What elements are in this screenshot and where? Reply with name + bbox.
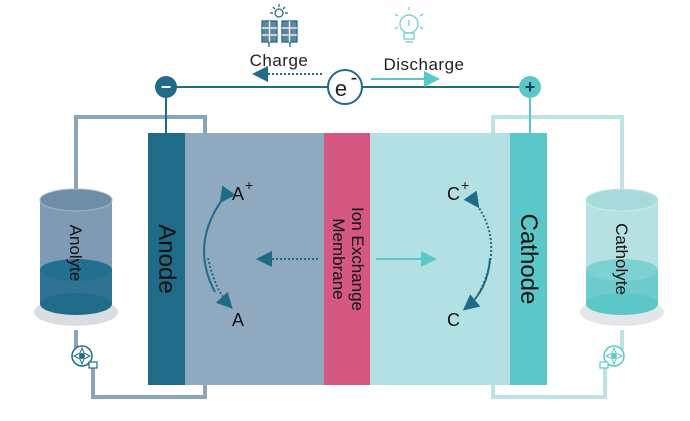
c-plus-charge: +	[461, 177, 469, 193]
anode-oxidation-arrow	[203, 185, 236, 293]
anolyte-tank	[34, 188, 118, 326]
light-bulb-icon	[394, 7, 424, 43]
cathode-electrode	[510, 133, 547, 385]
plus-sign: +	[525, 77, 536, 97]
solar-panel-icon	[261, 4, 298, 47]
cathode-label: Cathode	[515, 214, 542, 305]
anolyte-label: Anolyte	[66, 225, 85, 282]
catholyte-pipe	[491, 115, 624, 399]
anode-label: Anode	[153, 224, 180, 293]
c-plus-label: C	[447, 184, 460, 204]
catholyte-label: Catholyte	[612, 223, 631, 295]
anolyte-pump-icon	[71, 345, 98, 369]
electron-marker: e -	[327, 67, 363, 105]
catholyte-tank	[580, 188, 664, 326]
a-plus-label: A	[232, 184, 244, 204]
positive-terminal: +	[519, 76, 541, 98]
negative-terminal: −	[155, 76, 177, 98]
cathode-reduction-arrow	[463, 190, 493, 296]
minus-sign: −	[161, 77, 172, 97]
membrane-label-line2: Membrane	[329, 218, 348, 299]
discharge-label: Discharge	[383, 55, 464, 74]
anode-reduction-arrow	[207, 257, 233, 309]
cathode-oxidation-arrow	[462, 257, 491, 311]
charge-label: Charge	[250, 51, 309, 70]
electron-label: e	[335, 76, 347, 101]
electron-charge: -	[351, 67, 358, 89]
anolyte-pipe	[74, 115, 207, 399]
a-label: A	[232, 310, 244, 330]
anode-electrode	[148, 133, 185, 385]
a-plus-charge: +	[245, 177, 253, 193]
catholyte-pump-icon	[599, 345, 625, 369]
c-label: C	[447, 310, 460, 330]
anolyte-half-cell	[185, 133, 324, 385]
ion-exchange-membrane	[324, 133, 370, 385]
membrane-label-line1: Ion Exchange	[348, 207, 367, 311]
